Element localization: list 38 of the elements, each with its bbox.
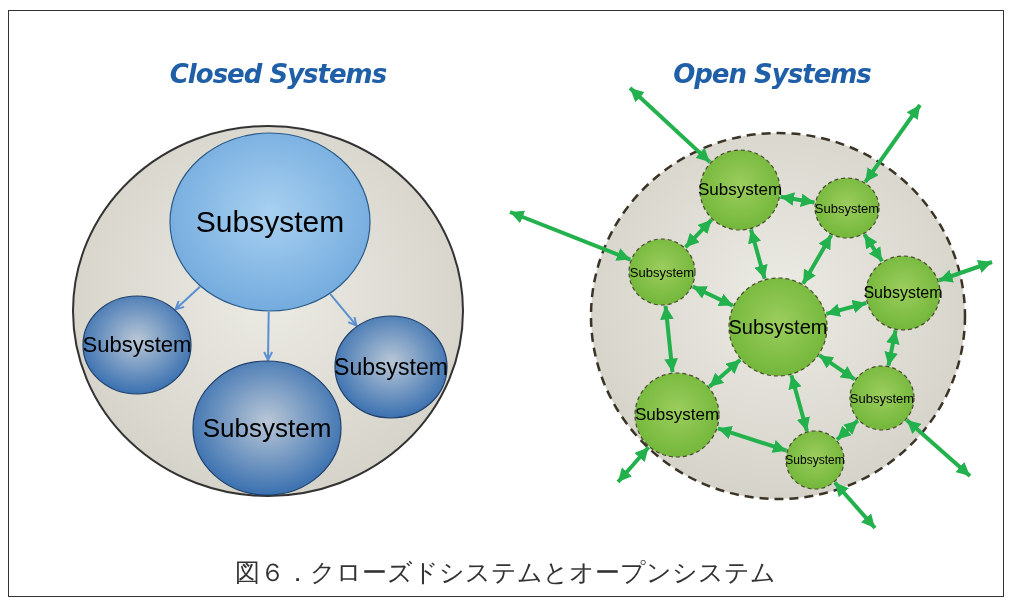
arrow (263, 311, 274, 361)
arrow (174, 285, 201, 311)
panel-title: Open Systems (672, 59, 872, 89)
arrow (833, 481, 877, 530)
subsystem-label: Subsystem (785, 453, 845, 467)
arrow (329, 293, 358, 327)
panel-title: Closed Systems (168, 59, 388, 89)
subsystem-label: Subsystem (697, 180, 783, 200)
arrow (616, 445, 651, 484)
arrow (780, 192, 815, 207)
subsystem-label: Subsystem (202, 412, 332, 444)
subsystem-label: Subsystem (849, 390, 915, 406)
arrow (748, 228, 768, 280)
arrow (884, 329, 900, 367)
arrow (905, 418, 972, 478)
subsystem-label: Subsystem (814, 200, 880, 216)
subsystem-label: Subsystem (634, 405, 720, 425)
arrow (818, 353, 856, 382)
arrow (825, 300, 867, 317)
arrow (708, 358, 742, 389)
arrow (691, 284, 734, 308)
subsystem-label: Subsystem (334, 353, 448, 381)
subsystem-label: Subsystem (629, 264, 695, 280)
subsystem-label: Subsystem (195, 205, 345, 239)
arrow (801, 234, 833, 285)
arrow (628, 86, 712, 164)
arrow (863, 103, 922, 184)
figure-caption: 図６．クローズドシステムとオープンシステム (234, 557, 777, 589)
arrow (835, 418, 860, 442)
arrow (938, 260, 993, 283)
arrow (684, 218, 714, 249)
arrow (660, 305, 678, 373)
subsystem-label: Subsystem (82, 332, 192, 358)
arrow (717, 426, 788, 453)
arrow (509, 210, 632, 262)
arrow (862, 233, 884, 263)
subsystem-label: Subsystem (728, 315, 828, 339)
arrow (788, 374, 810, 432)
